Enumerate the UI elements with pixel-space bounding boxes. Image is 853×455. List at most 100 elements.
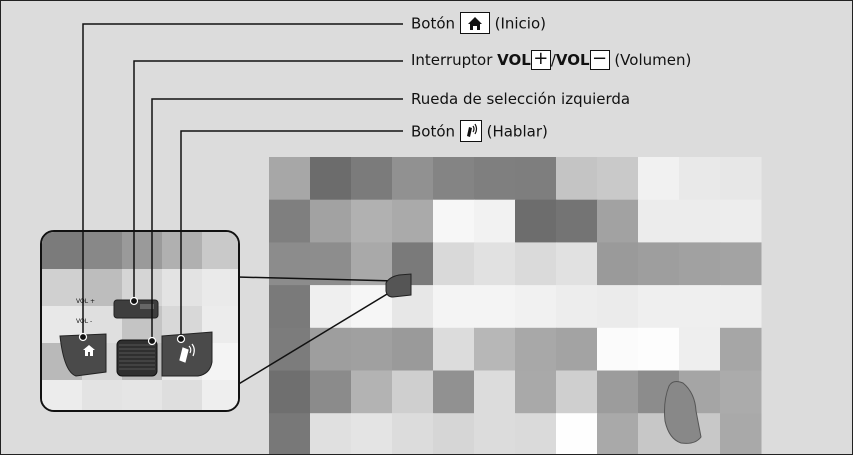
mosaic-tile [556,157,598,201]
mosaic-tile [515,157,557,201]
volume-callout-prefix: Interruptor [411,51,493,69]
mosaic-tile [679,199,721,243]
mosaic-tile [638,242,680,286]
home-callout-dot [78,332,88,342]
mosaic-tile [597,199,639,243]
inset-mosaic-tile [162,380,203,410]
mosaic-tile [679,327,721,371]
inset-mosaic-tile [202,269,238,307]
mosaic-tile [351,285,393,329]
inset-mosaic-tile [162,232,203,270]
mosaic-tile [474,370,516,414]
mosaic-tile [597,157,639,201]
mosaic-tile [351,370,393,414]
mosaic-tile [392,157,434,201]
talk-callout-dot [176,334,186,344]
mosaic-tile [720,199,762,243]
home-callout: Botón (Inicio) [411,12,546,35]
mosaic-tile [597,370,639,414]
switch-inset: VOL + VOL - [40,230,240,412]
vol-plus-label: VOL + [76,298,95,305]
talk-icon [179,343,195,363]
mosaic-tile [720,285,762,329]
mosaic-tile [474,242,516,286]
wheel-ridges [119,344,155,370]
plus-icon: + [533,47,549,69]
mosaic-tile [638,157,680,201]
mosaic-tile [515,199,557,243]
plus-key-box: + [530,47,551,70]
wheel-callout-line [151,98,403,341]
mosaic-tile [433,285,475,329]
mosaic-tile [269,199,311,243]
home-callout-line [82,23,403,335]
mosaic-tile [351,242,393,286]
inset-mosaic-tile [202,380,238,410]
inset-mosaic-tile [122,232,163,270]
mosaic-tile [269,285,311,329]
volume-callout-suffix: (Volumen) [614,51,692,69]
inset-mosaic-tile [162,269,203,307]
inset-mosaic-tile [42,232,83,270]
vol-separator: / [550,51,556,69]
right-control-thumbnail [664,381,702,444]
mosaic-tile [310,413,352,454]
wheel-callout-dot [147,336,157,346]
zoom-line-bottom [236,287,398,386]
minus-icon: − [591,47,608,69]
home-callout-prefix: Botón [411,14,456,33]
inset-mosaic-tile [82,232,123,270]
mosaic-tile [638,327,680,371]
mosaic-tile [310,199,352,243]
mosaic-tile [515,370,557,414]
mosaic-tile [392,327,434,371]
zoom-line-top [236,276,398,282]
mosaic-tile [720,157,762,201]
mosaic-tile [515,413,557,454]
mosaic-tile [556,285,598,329]
volume-callout: Interruptor VOL+/VOL− (Volumen) [411,47,692,71]
switch-thumbnail [385,273,412,298]
mosaic-tile [433,327,475,371]
mosaic-tile [310,157,352,201]
talk-key-box [459,120,482,142]
mosaic-tile [720,413,762,454]
mosaic-tile [269,327,311,371]
mosaic-tile [556,199,598,243]
mosaic-tile [269,370,311,414]
home-icon [83,345,95,356]
mosaic-tile [597,285,639,329]
mosaic-tile [720,370,762,414]
home-icon [467,17,482,30]
mosaic-tile [515,285,557,329]
vol-minus-label: VOL - [76,318,93,325]
mosaic-tile [310,327,352,371]
mosaic-tile [433,242,475,286]
mosaic-tile [474,157,516,201]
mosaic-tile [433,157,475,201]
mosaic-tile [310,285,352,329]
minus-key-box: − [589,47,610,70]
talk-callout: Botón (Hablar) [411,120,548,143]
volume-callout-dot [129,296,139,306]
mosaic-tile [310,370,352,414]
mosaic-tile [556,370,598,414]
mosaic-tile [638,285,680,329]
mosaic-tile [679,242,721,286]
mosaic-tile [556,242,598,286]
mosaic-tile [638,199,680,243]
mosaic-tile [433,413,475,454]
home-key-box [459,12,490,34]
talk-callout-suffix: (Hablar) [486,122,548,141]
volume-callout-line [133,60,403,301]
mosaic-tile [597,327,639,371]
mosaic-tile [515,242,557,286]
mosaic-tile [597,242,639,286]
mosaic-tile [474,413,516,454]
wheel-callout: Rueda de selección izquierda [411,89,630,109]
mosaic-tile [433,370,475,414]
mosaic-tile [679,157,721,201]
